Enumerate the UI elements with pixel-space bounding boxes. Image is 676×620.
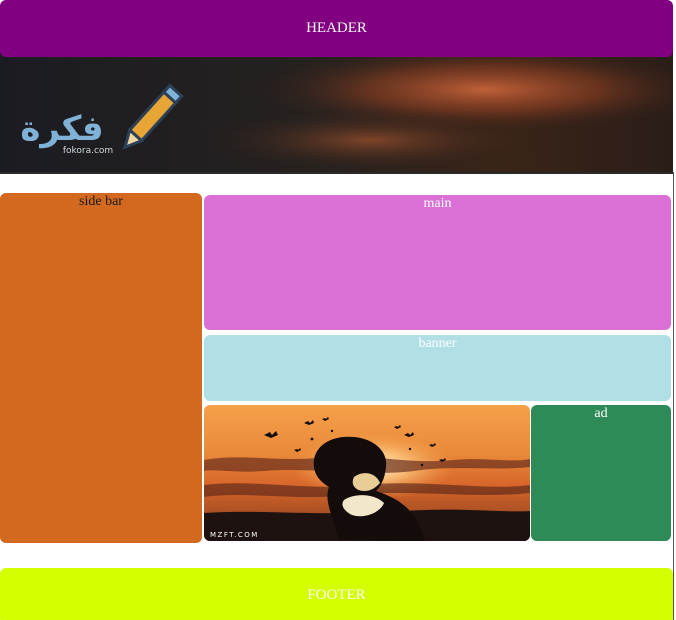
header-label: HEADER [306,20,367,36]
right-border-line [673,172,674,620]
pencil-icon [122,83,184,150]
logo-domain-text: fokora.com [63,146,113,156]
page-footer: FOOTER [0,568,673,620]
ad-section: ad [531,405,671,541]
hero-image: فكرة fokora.com [0,45,673,174]
ad-label: ad [594,406,608,421]
sunset-silhouette-image: MZFT.COM [204,405,530,541]
photo-watermark: MZFT.COM [210,531,259,539]
sidebar: side bar [0,193,202,543]
main-label: main [423,196,452,211]
banner-label: banner [418,336,457,351]
footer-label: FOOTER [307,587,366,603]
sidebar-label: side bar [79,194,123,209]
logo-arabic-text: فكرة [20,109,103,149]
page-header: HEADER [0,0,673,57]
main-section: main [204,195,671,330]
banner-section: banner [204,335,671,401]
